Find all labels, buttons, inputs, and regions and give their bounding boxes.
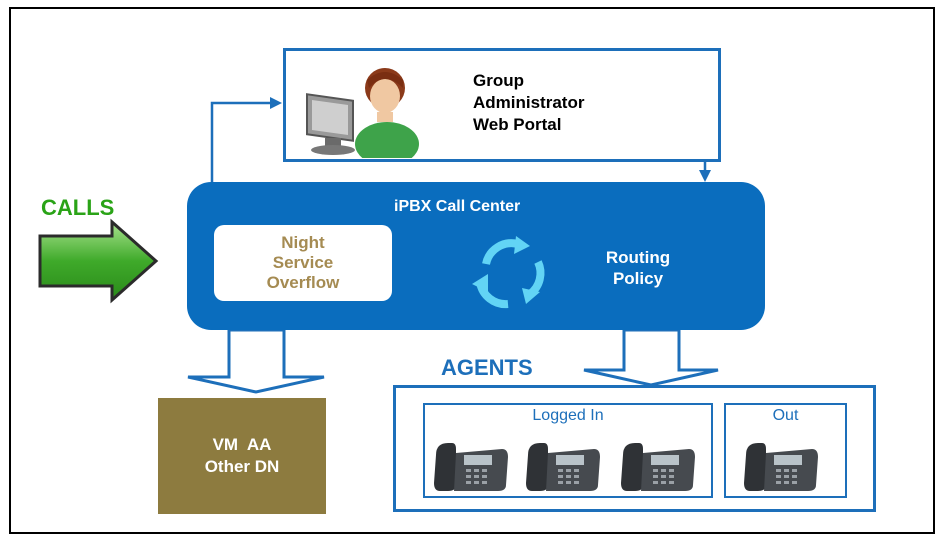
night-service-line: Service: [272, 253, 334, 272]
portal-label: Group Administrator Web Portal: [473, 70, 584, 136]
agents-box: [393, 385, 876, 512]
routing-policy-label: Routing Policy: [568, 247, 708, 289]
portal-feed-line: [210, 101, 270, 183]
night-service-line: Overflow: [266, 273, 340, 292]
overflow-destination-line: VM AA: [212, 435, 272, 454]
administrator-at-computer-icon: [306, 68, 419, 158]
desk-phone-icon: [744, 443, 818, 491]
desk-phone-icon: [621, 443, 695, 491]
portal-feed-arrowhead: [270, 97, 282, 109]
routing-line: Routing: [605, 248, 671, 267]
agents-label: AGENTS: [441, 355, 533, 380]
calls-label: CALLS: [41, 195, 115, 220]
calls-arrow: [38, 218, 159, 304]
night-service-line: Night: [281, 233, 325, 252]
routing-line: Policy: [612, 269, 664, 288]
portal-label-line: Administrator: [473, 93, 585, 112]
portal-out-arrowhead: [699, 170, 711, 182]
diagram-frame: [9, 7, 935, 534]
overflow-down-arrow: [187, 328, 325, 394]
out-group: Out: [724, 403, 847, 498]
night-service-box: Night Service Overflow: [214, 225, 392, 301]
cycle-arrows-icon: [472, 236, 545, 309]
call-center-title: iPBX Call Center: [394, 198, 521, 215]
logged-in-group: Logged In: [423, 403, 713, 498]
portal-label-line: Group: [473, 71, 524, 90]
overflow-destination-line: Other DN: [204, 457, 280, 476]
logged-in-label: Logged In: [532, 407, 604, 424]
desk-phone-icon: [434, 443, 508, 491]
overflow-destination-box: VM AA Other DN: [158, 398, 326, 514]
out-label: Out: [772, 407, 799, 424]
portal-label-line: Web Portal: [473, 115, 562, 134]
agents-down-arrow: [583, 328, 719, 387]
desk-phone-icon: [526, 443, 600, 491]
